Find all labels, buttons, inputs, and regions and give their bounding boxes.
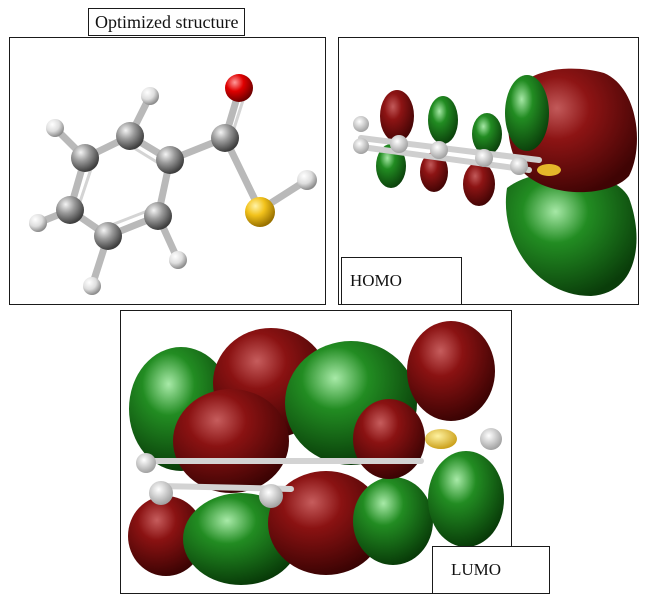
homo-label: HOMO [341,257,462,305]
lumo-label: LUMO [432,546,550,594]
hydrogen-atom [353,138,369,154]
hydrogen-atom [259,484,283,508]
hydrogen-atom [46,119,64,137]
homo-red-lobe [463,162,495,206]
ring-inner-bonds [78,146,162,226]
atoms [29,74,317,295]
lumo-red-lobe [268,471,384,575]
carbon-atom [475,149,493,167]
hydrogen-atom [480,428,502,450]
homo-green-lobe [472,113,502,155]
lumo-atoms [136,428,502,508]
homo-green-lobe [505,75,549,151]
homo-green-lobe-large [505,171,637,296]
lumo-red-lobe [353,399,425,479]
lumo-red-lobe [407,321,495,421]
carbon-atom [211,124,239,152]
carbon-atom [144,202,172,230]
optimized-structure-panel [9,37,326,305]
hydrogen-atom [29,214,47,232]
oxygen-atom [225,74,253,102]
hydrogen-atom [297,170,317,190]
hydrogen-atom [169,251,187,269]
sulfur-atom [537,164,561,176]
lumo-red-lobe [128,496,204,576]
homo-atoms [353,116,561,176]
hydrogen-atom [510,157,528,175]
homo-green-lobe [428,96,458,144]
lumo-green-lobe [428,451,504,547]
hydrogen-atom [353,116,369,132]
hydrogen-atom [83,277,101,295]
hydrogen-atom [141,87,159,105]
lumo-orbital [128,321,504,585]
sulfur-atom [245,197,275,227]
optimized-structure-label: Optimized structure [88,8,246,36]
carbon-atom [71,144,99,172]
carbon-atom [56,196,84,224]
carbon-atom [116,122,144,150]
homo-panel [338,37,639,305]
carbon-atom [156,146,184,174]
lumo-red-lobe [173,389,289,493]
molecule-ball-and-stick [29,74,317,295]
sulfur-atom [425,429,457,449]
homo-red-lobe [380,90,414,142]
carbon-atom [94,222,122,250]
homo-red-lobe [420,152,448,192]
homo-orbital [353,68,637,296]
carbon-atom [430,141,448,159]
hydrogen-atom [149,481,173,505]
lumo-green-lobe [353,477,433,565]
carbon-atom [390,135,408,153]
hydrogen-atom [136,453,156,473]
lumo-panel [120,310,512,594]
